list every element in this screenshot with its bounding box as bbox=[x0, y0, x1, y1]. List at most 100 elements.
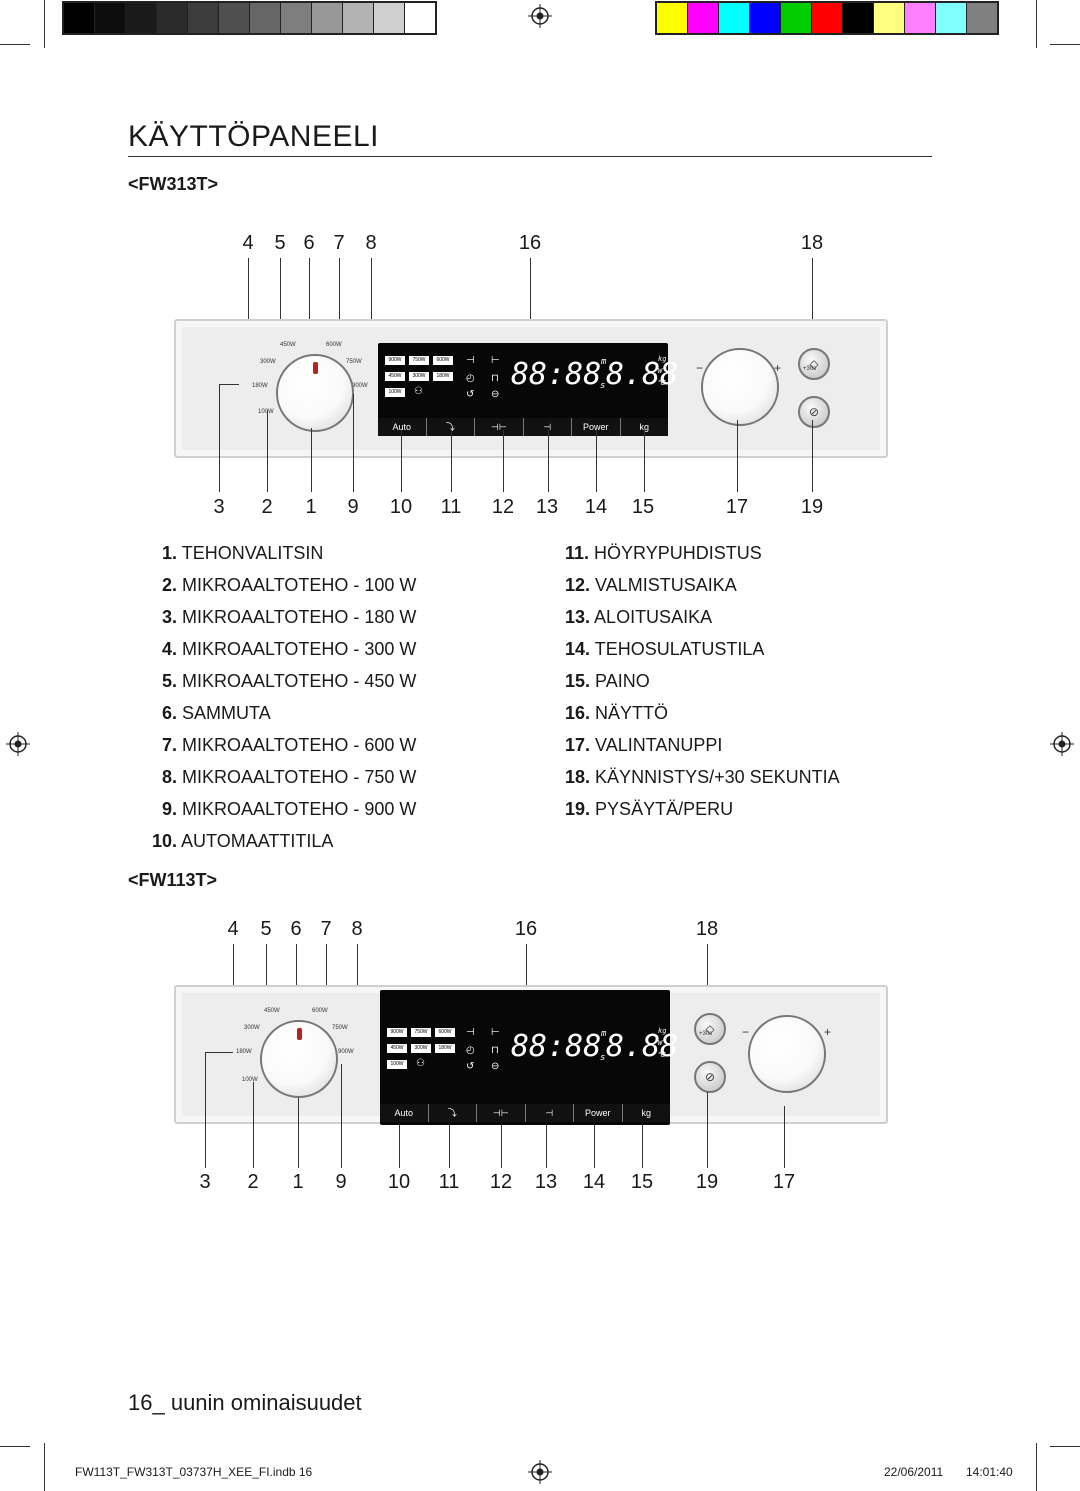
steam-clean-button[interactable]: ⤵ bbox=[429, 1104, 477, 1122]
power-180w-button[interactable]: 180W bbox=[433, 372, 453, 381]
power-750w-button[interactable]: 750W bbox=[409, 356, 429, 365]
weight-button[interactable]: kg bbox=[641, 1108, 651, 1118]
knob-label-100w: 100W bbox=[242, 1077, 258, 1083]
callout-number: 3 bbox=[213, 496, 225, 518]
power-600w-button[interactable]: 600W bbox=[433, 356, 453, 365]
print-slug-date: 22/06/2011 bbox=[884, 1465, 944, 1479]
knob-label-450w: 450W bbox=[280, 342, 296, 348]
auto-mode-button[interactable]: Auto bbox=[378, 418, 427, 436]
callout-number: 13 bbox=[535, 496, 559, 518]
crop-mark bbox=[44, 0, 45, 48]
leader-line bbox=[248, 258, 249, 356]
leader-line bbox=[339, 258, 340, 336]
plus30-label: +30s bbox=[699, 1031, 713, 1037]
callout-number: 15 bbox=[631, 496, 655, 518]
clock-icon: ◴ bbox=[466, 373, 475, 384]
dial-plus: + bbox=[824, 1025, 832, 1039]
legend-item: 2. MIKROAALTOTEHO - 100 W bbox=[162, 575, 417, 595]
power-750w-button[interactable]: 750W bbox=[411, 1028, 431, 1037]
power-600w-button[interactable]: 600W bbox=[435, 1028, 455, 1037]
legend-item: 3. MIKROAALTOTEHO - 180 W bbox=[162, 607, 417, 627]
power-450w-button[interactable]: 450W bbox=[385, 372, 405, 381]
leader-line bbox=[205, 1052, 206, 1168]
knob-label-300w: 300W bbox=[244, 1025, 260, 1031]
callout-number: 8 bbox=[365, 232, 377, 254]
callout-number: 8 bbox=[351, 918, 363, 940]
callout-number: 18 bbox=[695, 918, 719, 940]
leader-line bbox=[501, 1124, 502, 1168]
undo-icon: ↺ bbox=[466, 1061, 475, 1072]
steam-clean-button[interactable]: ⤵ bbox=[427, 418, 475, 436]
leader-line bbox=[326, 944, 327, 1002]
leader-line bbox=[233, 944, 234, 1022]
legend-item: 9. MIKROAALTOTEHO - 900 W bbox=[162, 799, 417, 819]
registration-mark-icon bbox=[1050, 732, 1074, 756]
unit-m: m bbox=[601, 357, 607, 367]
power-defrost-button[interactable]: Power bbox=[572, 418, 621, 436]
legend-item: 18. KÄYNNISTYS/+30 SEKUNTIA bbox=[565, 767, 840, 787]
auto-mode-button[interactable]: Auto bbox=[380, 1104, 429, 1122]
callout-number: 19 bbox=[800, 496, 824, 518]
leader-line bbox=[401, 430, 402, 492]
callout-number: 16 bbox=[518, 232, 542, 254]
cook-time-button[interactable]: ⊣⊢ bbox=[475, 418, 524, 436]
power-180w-button[interactable]: 180W bbox=[435, 1044, 455, 1053]
page-title: KÄYTTÖPANEELI bbox=[128, 120, 380, 153]
color-swatch bbox=[250, 3, 281, 33]
color-swatch bbox=[750, 3, 781, 33]
callout-number: 9 bbox=[347, 496, 359, 518]
power-900w-button[interactable]: 900W bbox=[385, 356, 405, 365]
cook-time-button[interactable]: ⊣⊢ bbox=[477, 1104, 526, 1122]
weight-button[interactable]: kg bbox=[639, 422, 649, 432]
weight-digits: 8.88 bbox=[606, 357, 679, 392]
color-swatch bbox=[95, 3, 126, 33]
dial-minus: − bbox=[696, 361, 704, 375]
callout-number: 6 bbox=[290, 918, 302, 940]
registration-mark-icon bbox=[528, 4, 552, 28]
power-900w-button[interactable]: 900W bbox=[387, 1028, 407, 1037]
power-knob[interactable] bbox=[276, 354, 354, 432]
color-swatch bbox=[657, 3, 688, 33]
callout-number: 15 bbox=[630, 1171, 654, 1193]
selection-dial[interactable] bbox=[701, 348, 779, 426]
power-defrost-button[interactable]: Power bbox=[574, 1104, 623, 1122]
leader-line bbox=[451, 430, 452, 492]
power-300w-button[interactable]: 300W bbox=[411, 1044, 431, 1053]
leader-line bbox=[546, 1124, 547, 1168]
knob-label-450w: 450W bbox=[264, 1008, 280, 1014]
stop-cancel-button[interactable]: ⊘ bbox=[798, 396, 830, 428]
power-100w-button[interactable]: 100W bbox=[387, 1060, 407, 1069]
legend-item: 5. MIKROAALTOTEHO - 450 W bbox=[162, 671, 417, 691]
touch-key-row: Auto ⤵ ⊣⊢ ⊣ Power kg bbox=[380, 1104, 670, 1122]
start-time-button[interactable]: ⊣ bbox=[526, 1104, 574, 1122]
display-panel: 900W 750W 600W 450W 300W 180W 100W ⚇ ⊣ ⊢… bbox=[380, 990, 678, 1125]
callout-number: 19 bbox=[695, 1171, 719, 1193]
power-knob[interactable] bbox=[260, 1020, 338, 1098]
legend-item: 14. TEHOSULATUSTILA bbox=[565, 639, 765, 659]
color-swatch bbox=[157, 3, 188, 33]
start-time-button[interactable]: ⊣ bbox=[524, 418, 572, 436]
unit-kg: kg bbox=[658, 1027, 667, 1035]
color-swatch bbox=[405, 3, 435, 33]
leader-line bbox=[548, 430, 549, 492]
leader-line bbox=[219, 384, 239, 385]
start-button[interactable]: ◇ bbox=[798, 348, 830, 380]
legend-item: 4. MIKROAALTOTEHO - 300 W bbox=[162, 639, 417, 659]
power-450w-button[interactable]: 450W bbox=[387, 1044, 407, 1053]
callout-number: 12 bbox=[489, 1171, 513, 1193]
selection-dial[interactable] bbox=[748, 1015, 826, 1093]
color-swatch bbox=[64, 3, 95, 33]
legend-item: 1. TEHONVALITSIN bbox=[162, 543, 324, 563]
power-300w-button[interactable]: 300W bbox=[409, 372, 429, 381]
start-time-icon: ⊢ bbox=[491, 1027, 500, 1038]
control-panel-fw313t: 450W 600W 300W 750W 180W 900W 100W 900W … bbox=[174, 319, 888, 458]
start-button[interactable]: ◇ bbox=[694, 1013, 726, 1045]
touch-key-row: Auto ⤵ ⊣⊢ ⊣ Power kg bbox=[378, 418, 668, 436]
leader-line bbox=[784, 1106, 785, 1168]
callout-number: 17 bbox=[772, 1171, 796, 1193]
callout-number: 10 bbox=[389, 496, 413, 518]
stop-cancel-button[interactable]: ⊘ bbox=[694, 1061, 726, 1093]
color-swatch bbox=[967, 3, 997, 33]
control-panel-fw113t: 450W 600W 300W 750W 180W 900W 100W 900W … bbox=[174, 985, 888, 1125]
power-100w-button[interactable]: 100W bbox=[385, 388, 405, 397]
